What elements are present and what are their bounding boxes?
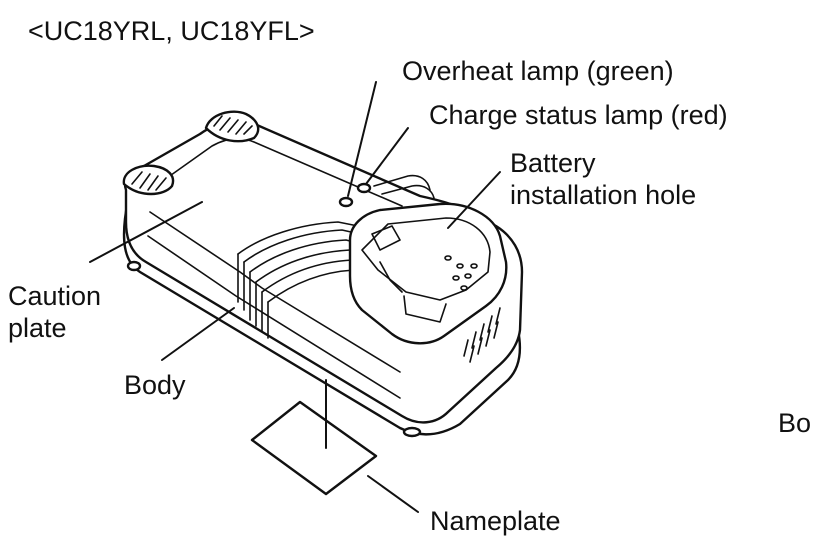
leader-nameplate — [367, 475, 419, 513]
label-caution-plate-line2: plate — [8, 313, 67, 343]
charger-foot-left — [126, 260, 142, 272]
label-cut-off: Bo — [778, 408, 811, 438]
overheat-lamp — [338, 196, 354, 208]
ribbed-band — [237, 174, 435, 339]
label-body: Body — [124, 370, 186, 400]
charger-illustration — [122, 110, 524, 438]
label-nameplate: Nameplate — [430, 506, 561, 536]
leader-battery-hole — [447, 171, 501, 229]
label-battery-hole-line1: Battery — [510, 148, 596, 178]
leader-lines — [89, 81, 501, 513]
front-left-grip — [122, 164, 175, 196]
label-overheat-lamp: Overheat lamp (green) — [402, 56, 674, 86]
label-caution-plate-line1: Caution — [8, 281, 101, 311]
label-charge-status-lamp: Charge status lamp (red) — [429, 100, 728, 130]
charger-foot-right — [402, 426, 422, 438]
rear-left-grip — [204, 110, 260, 143]
side-vents — [463, 307, 501, 363]
charge-status-lamp — [356, 182, 372, 194]
charger-housing — [123, 119, 524, 424]
charger-lower-edge — [147, 235, 401, 399]
leader-body — [161, 307, 235, 361]
leader-caution-plate — [89, 201, 203, 263]
leader-overheat-lamp — [347, 81, 377, 197]
charger-front-edge — [149, 211, 401, 373]
battery-pocket — [348, 202, 508, 345]
leader-charge-status-lamp — [365, 127, 409, 185]
nameplate-sheet — [250, 400, 378, 496]
model-heading: <UC18YRL, UC18YFL> — [28, 16, 315, 46]
label-battery-hole-line2: installation hole — [510, 180, 696, 210]
